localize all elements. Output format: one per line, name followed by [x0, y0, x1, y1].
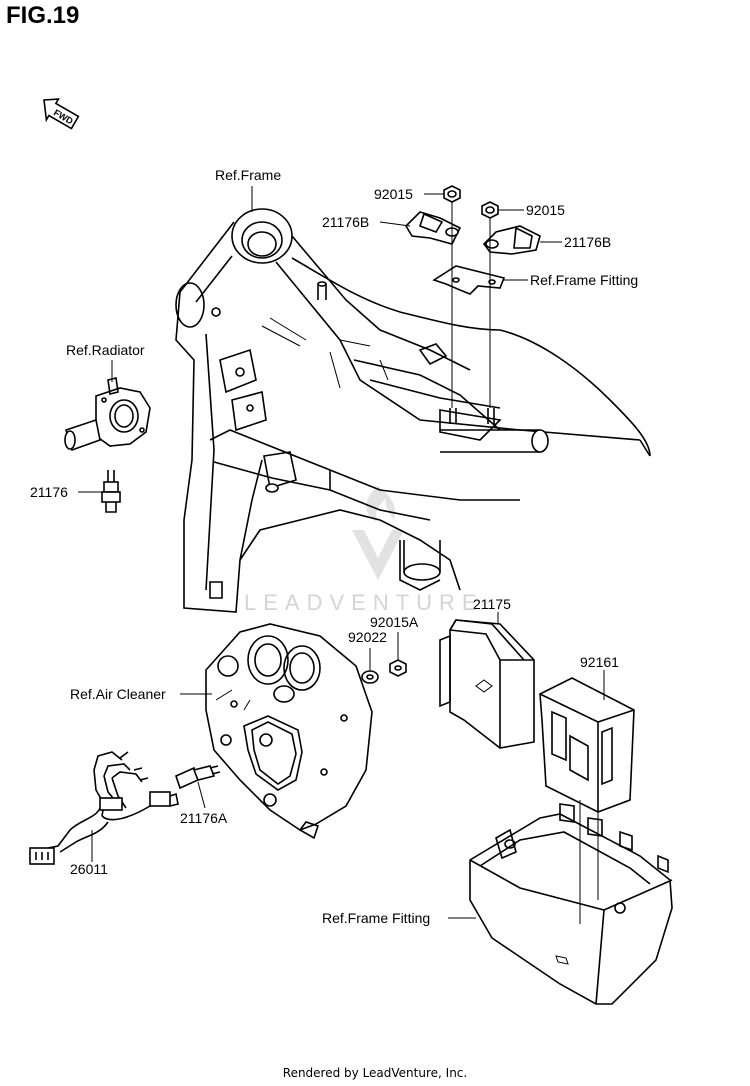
label-ref-frame: Ref.Frame: [215, 167, 281, 183]
frame-fitting-tray: [469, 803, 673, 1005]
label-21176a: 21176A: [180, 810, 228, 826]
sensor-21176b-left: [404, 211, 462, 245]
label-21175: 21175: [473, 596, 511, 612]
temp-sensor-21176: [101, 470, 121, 513]
nut-92015-left: [443, 185, 461, 203]
frame-fitting-bracket: [432, 265, 506, 295]
frame-drawing: [175, 208, 651, 613]
nut-92015-right: [481, 201, 499, 219]
wiring-harness-26011: [29, 751, 179, 865]
air-cleaner-plate: [205, 623, 373, 840]
label-ref-frame-fitting-tray: Ref.Frame Fitting: [322, 910, 430, 926]
label-92161: 92161: [580, 654, 619, 670]
label-ref-radiator: Ref.Radiator: [66, 342, 145, 358]
label-21176b-right: 21176B: [564, 234, 611, 250]
ecu-cover-92161: [539, 677, 635, 813]
label-21176: 21176: [30, 484, 68, 500]
intake-sensor-21176a: [175, 765, 221, 790]
leader-lines: [78, 186, 605, 919]
figure-title: FIG.19: [6, 2, 80, 29]
radiator-housing: [64, 377, 151, 452]
label-92022: 92022: [348, 629, 387, 645]
nut-92015a: [389, 659, 407, 677]
label-26011: 26011: [70, 861, 108, 877]
leadventure-watermark: LEADVENTURE: [244, 486, 484, 615]
label-ref-air-cleaner: Ref.Air Cleaner: [70, 686, 166, 702]
label-92015a: 92015A: [370, 614, 419, 630]
fwd-arrow-icon: FWD: [43, 98, 80, 130]
label-21176b-left: 21176B: [322, 214, 369, 230]
label-92015-left: 92015: [374, 186, 413, 202]
washer-92022: [361, 670, 379, 684]
ecu-21175: [439, 619, 535, 749]
label-92015-right: 92015: [526, 202, 565, 218]
watermark-text: LEADVENTURE: [244, 590, 484, 615]
footer-credit: Rendered by LeadVenture, Inc.: [282, 1066, 468, 1080]
sensor-21176b-right: [482, 225, 541, 255]
label-ref-frame-fitting-top: Ref.Frame Fitting: [530, 272, 638, 288]
